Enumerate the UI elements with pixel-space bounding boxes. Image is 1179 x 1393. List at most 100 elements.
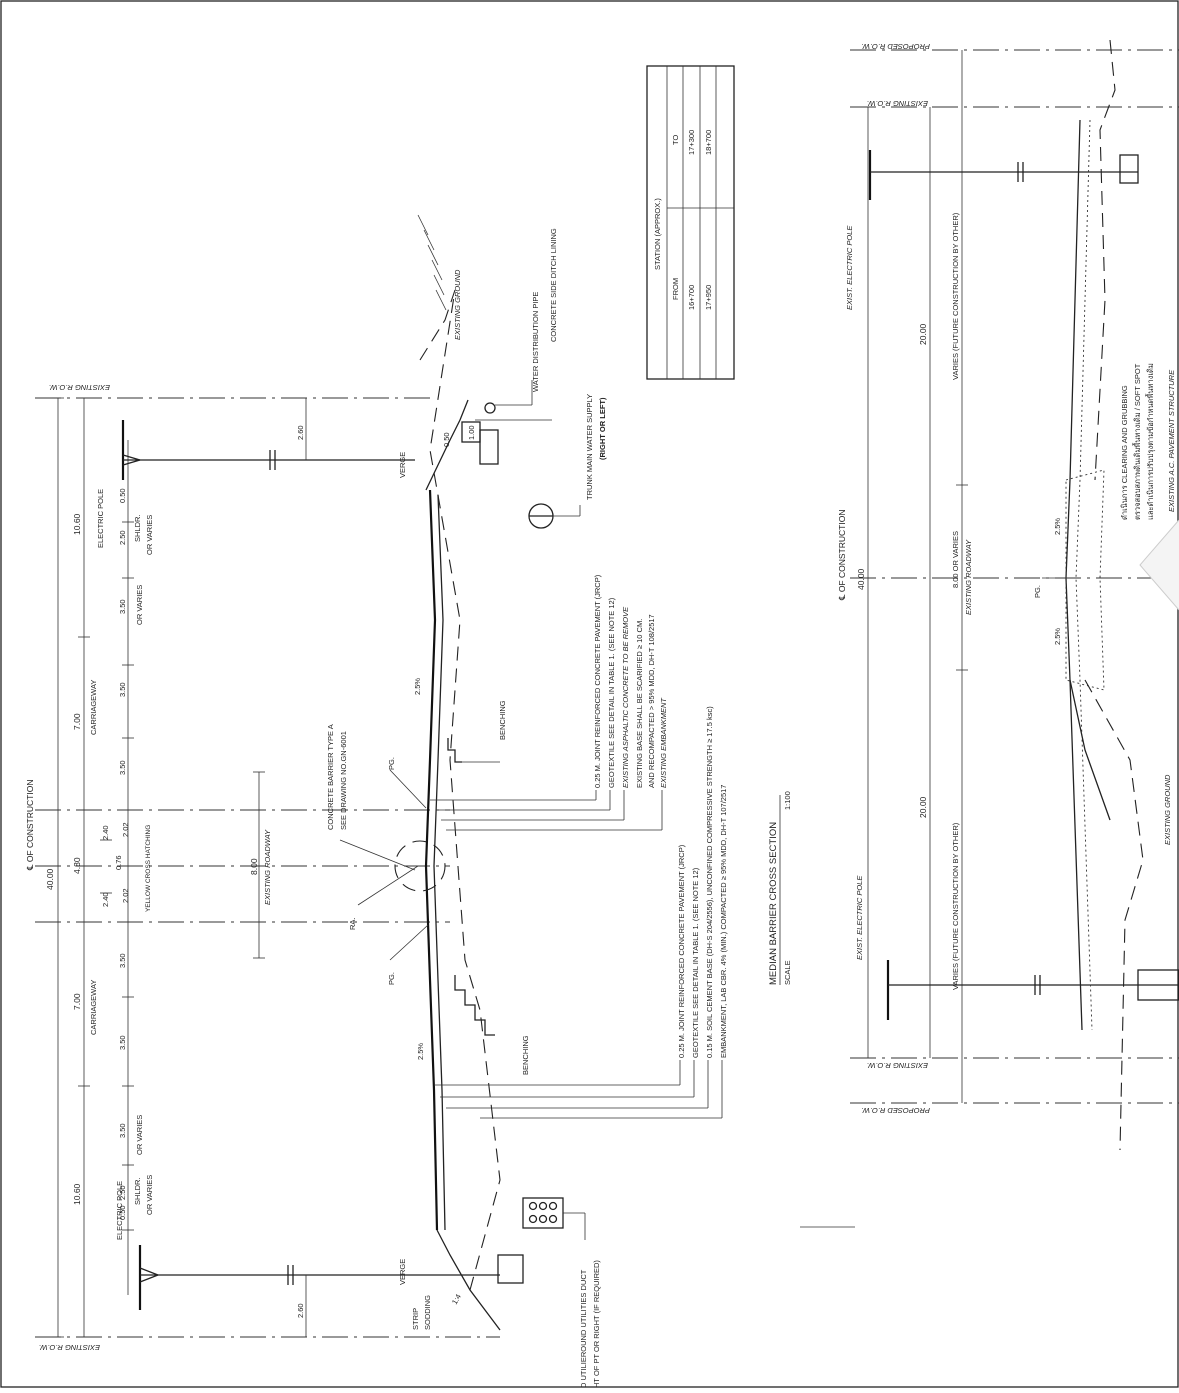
dim-350-a: 3.50 — [118, 599, 127, 614]
existing-row-bottom-label: EXISTING R.O.W. — [867, 1061, 928, 1070]
dim-202-b: 2.02 — [121, 888, 130, 903]
station-table: STATION (APPROX.) FROM TO 16+700 17+300 … — [646, 65, 735, 380]
right-pavement-hatch — [1065, 469, 1105, 691]
right-varies-top: VARIES (FUTURE CONSTRUCTION BY OTHER) — [951, 212, 960, 380]
pg-bottom: PG. — [387, 972, 396, 985]
benching-bottom-steps — [454, 975, 495, 1036]
ra-label: RA. — [348, 917, 357, 930]
dim-050-top: 0.50 — [118, 488, 127, 503]
left-cross-section: EXISTING R.O.W. EXISTING R.O.W. ℄ OF CON… — [25, 214, 792, 1388]
pg-top: PG. — [387, 757, 396, 770]
water-pipe-label: WATER DISTRIBUTION PIPE — [531, 292, 540, 392]
dim-202-a: 2.02 — [121, 822, 130, 837]
barrier-label-2: SEE DRAWING NO.GN-6001 — [339, 731, 348, 830]
dim-1060-bottom: 10.60 — [72, 1183, 82, 1205]
dim-100-ditch: 1.00 — [467, 425, 476, 440]
right-pavement — [1065, 119, 1083, 1031]
shldr-top: SHLDR. — [133, 514, 142, 542]
or-varies-top-2: OR VARIES — [135, 585, 144, 625]
side-slope-top — [425, 399, 469, 491]
slope-bottom: 2.5% — [416, 1043, 425, 1060]
note-upper-5: AND RECOMPACTED > 95% MDD, DH-T 108/2517 — [647, 614, 656, 788]
carriageway-top: CARRIAGEWAY — [89, 680, 98, 735]
median-barrier-detail-circle — [394, 840, 446, 892]
electric-pole-bottom: ELECTRIC POLE — [115, 1181, 124, 1240]
carriageway-bottom: CARRIAGEWAY — [89, 980, 98, 1035]
right-existing-ground-bottom — [1084, 679, 1144, 1151]
pavement-base — [433, 494, 446, 1231]
note-upper-3: EXISTING ASPHALTIC CONCRETE TO BE REMOVE — [621, 606, 630, 788]
dim-700-top: 7.00 — [72, 713, 82, 730]
slope-top: 2.5% — [413, 678, 422, 695]
notes-upper-leaders — [430, 790, 663, 831]
dim-350-c: 3.50 — [118, 760, 127, 775]
note-upper-1: 0.25 M. JOINT REINFORCED CONCRETE PAVEME… — [593, 574, 602, 788]
existing-ground-hatch — [417, 214, 447, 311]
ditch-box — [479, 429, 499, 465]
dim-076: 0.76 — [114, 855, 123, 870]
verge-top: VERGE — [398, 452, 407, 478]
pavement-surface — [424, 489, 439, 1231]
utilities-label-2: HT OF PT OR RIGHT (IF REQUIRED) — [592, 1260, 601, 1388]
sodding-label: SODDING — [423, 1295, 432, 1330]
scale-value: 1:100 — [783, 791, 792, 810]
right-existing-ground-label: EXISTING GROUND — [1163, 774, 1172, 845]
dim-350-f: 3.50 — [118, 1123, 127, 1138]
right-slope-bottom: 2.5% — [1053, 628, 1062, 645]
dim-050-ditch: 0.50 — [442, 432, 451, 447]
slope-ratio-label: 1:4 — [450, 1292, 463, 1306]
existing-ground-label: EXISTING GROUND — [453, 269, 462, 340]
station-row2-to: 18+700 — [704, 130, 713, 155]
or-varies-bottom-1: OR VARIES — [135, 1115, 144, 1155]
right-w800: 8.00 OR VARIES — [951, 531, 960, 588]
dim-240-b: 2.40 — [101, 892, 110, 907]
dim-480: 4.80 — [72, 857, 82, 874]
dim-total: 40.00 — [45, 868, 55, 890]
right-pavement-dotted — [1075, 119, 1093, 1031]
right-existing-ground-top — [1094, 39, 1116, 481]
or-varies-top-1: OR VARIES — [145, 515, 154, 555]
notes-lower-leaders — [434, 1060, 723, 1119]
dim-250-bottom: 2.50 — [118, 1185, 127, 1200]
ditch-label: CONCRETE SIDE DITCH LINING — [549, 228, 558, 342]
bottom-ditch-box — [497, 1254, 524, 1284]
proposed-row-bottom-label: PROPOSED R.O.W. — [861, 1106, 930, 1115]
station-row1-from: 16+700 — [687, 285, 696, 310]
right-clearing-2: ตรวจสอบสภาพดินเดิมพื้นทางเดิม / SOFT SPO… — [1132, 363, 1142, 520]
station-table-border — [646, 65, 735, 380]
note-lower-3: 0.15 M. SOIL CEMENT BASE (DH-S 204/2556)… — [705, 706, 714, 1058]
right-total: 40.00 — [856, 568, 866, 590]
scale-label: SCALE — [783, 960, 792, 985]
right-pole-bottom-label: EXIST. ELECTRIC POLE — [855, 875, 864, 960]
right-pavement-structure: EXISTING A.C. PAVEMENT STRUCTURE — [1167, 369, 1176, 512]
benching-bottom-label: BENCHING — [521, 1035, 530, 1075]
benching-top-steps — [447, 738, 462, 763]
right-clearing-1: ดำเนินการ CLEARING AND GRUBBING — [1120, 385, 1129, 520]
trunk-main-label: TRUNK MAIN WATER SUPPLY — [585, 394, 594, 500]
centerline-label: ℄ OF CONSTRUCTION — [25, 780, 35, 871]
note-upper-4: EXISTING BASE SHALL BE SCARIFIED ≥ 10 CM… — [635, 619, 644, 788]
existing-row-top-label: EXISTING R.O.W. — [49, 383, 110, 392]
shldr-bottom: SHLDR. — [133, 1177, 142, 1205]
section-title: MEDIAN BARRIER CROSS SECTION — [768, 822, 779, 985]
edge-fold-shape — [1139, 519, 1179, 611]
water-pipe-symbol — [484, 402, 496, 414]
electric-pole-top-drawing — [121, 420, 415, 480]
note-upper-6: EXISTING EMBANKMENT — [659, 697, 668, 788]
barrier-label-1: CONCRETE BARRIER TYPE A — [326, 724, 335, 830]
existing-ground-line — [419, 289, 501, 1291]
right-slope-top: 2.5% — [1053, 518, 1062, 535]
dim-260-bottom: 2.60 — [296, 1303, 305, 1318]
note-lower-2: GEOTEXTILE SEE DETAIL IN TABLE 1. (SEE N… — [691, 867, 700, 1058]
dim-050-bottom: 0.50 — [118, 1205, 127, 1220]
dim-240-a: 2.40 — [101, 825, 110, 840]
dim-250-top: 2.50 — [118, 530, 127, 545]
right-pole-top-label: EXIST. ELECTRIC POLE — [845, 225, 854, 310]
dim-350-b: 3.50 — [118, 682, 127, 697]
note-lower-1: 0.25 M. JOINT REINFORCED CONCRETE PAVEME… — [677, 844, 686, 1058]
right-centerline-label: ℄ OF CONSTRUCTION — [837, 510, 847, 601]
station-row2-from: 17+950 — [704, 285, 713, 310]
strip-label: STRIP — [411, 1308, 420, 1330]
